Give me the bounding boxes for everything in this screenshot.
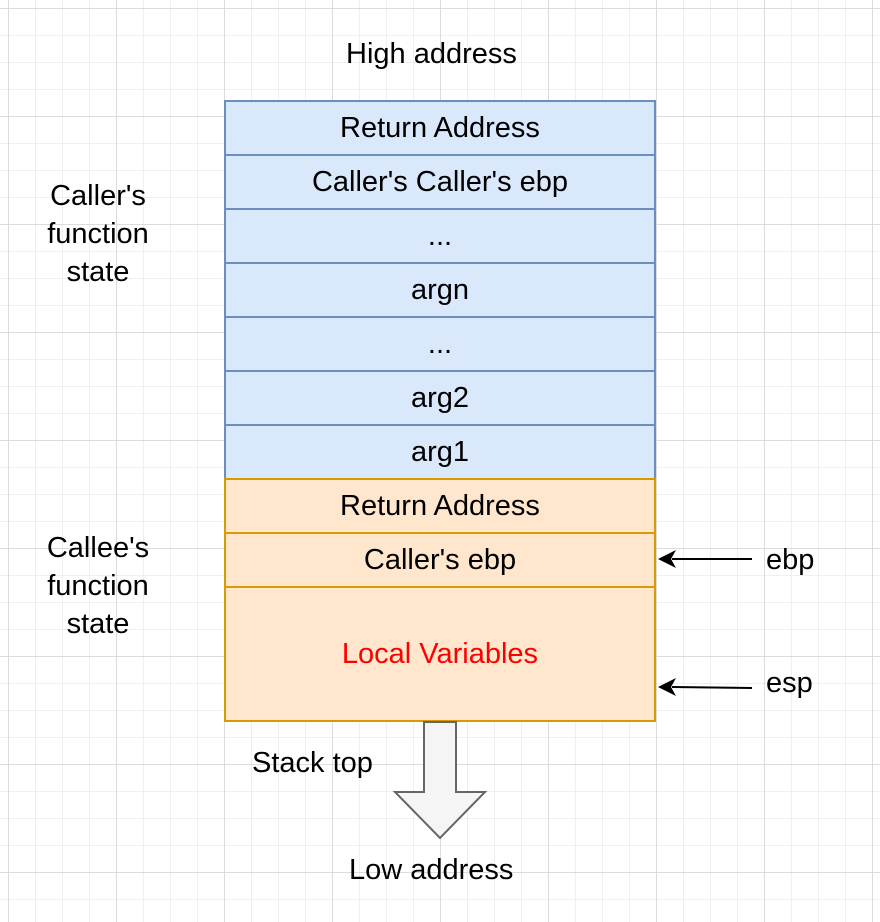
ebp-arrow xyxy=(658,550,752,568)
caller-return-address-cell: Return Address xyxy=(224,100,656,156)
callee-state-line-2: function xyxy=(47,570,149,602)
caller-arg2-cell: arg2 xyxy=(224,370,656,426)
high-address-label: High address xyxy=(346,38,517,70)
esp-pointer-label: esp xyxy=(766,667,813,699)
callee-state-line-3: state xyxy=(66,608,130,640)
stack-growth-arrow xyxy=(392,721,488,840)
caller-callers-ebp-cell: Caller's Caller's ebp xyxy=(224,154,656,210)
low-address-label: Low address xyxy=(349,854,514,886)
local-variables-cell: Local Variables xyxy=(224,586,656,722)
stack-top-label: Stack top xyxy=(252,747,373,779)
callee-state-line-1: Callee's xyxy=(46,532,150,564)
caller-state-label: Caller's function state xyxy=(23,177,173,291)
caller-ellipsis-cell-2: ... xyxy=(224,316,656,372)
caller-state-line-3: state xyxy=(66,256,130,288)
esp-arrow xyxy=(658,678,753,696)
callee-return-address-cell: Return Address xyxy=(224,478,656,534)
caller-state-line-2: function xyxy=(47,218,149,250)
caller-state-line-1: Caller's xyxy=(50,180,146,212)
callee-state-label: Callee's function state xyxy=(23,529,173,643)
stack-frames: Return Address Caller's Caller's ebp ...… xyxy=(224,100,656,722)
caller-ellipsis-cell: ... xyxy=(224,208,656,264)
ebp-pointer-label: ebp xyxy=(766,544,815,576)
